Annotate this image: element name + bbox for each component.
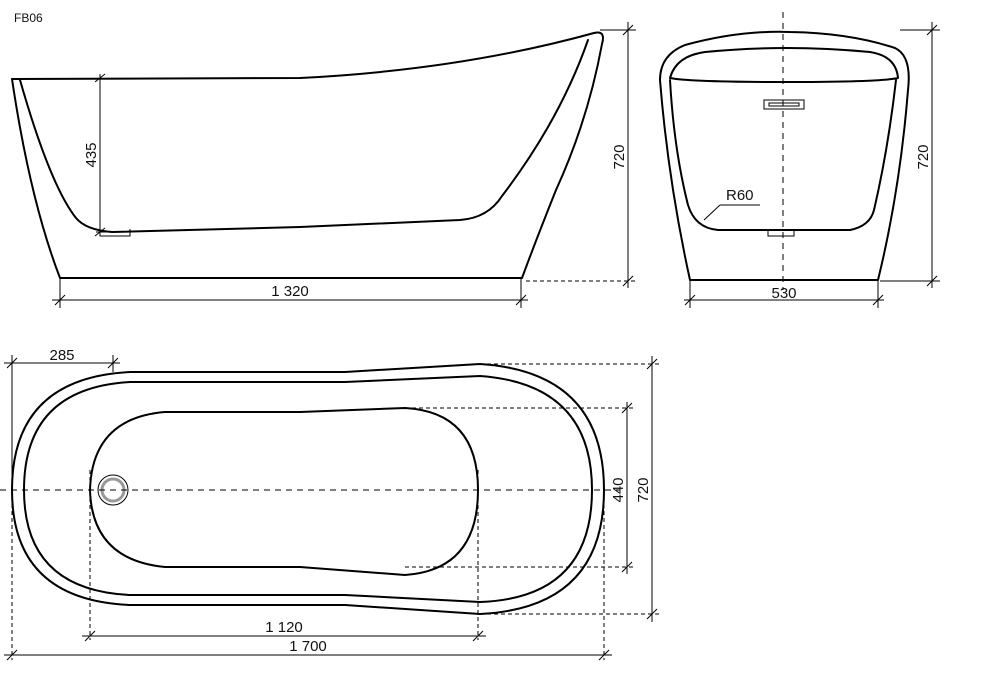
top-view-drain xyxy=(97,474,129,506)
dim-top-inner-width: 440 xyxy=(610,477,627,502)
end-view-outer-shell xyxy=(659,30,910,281)
dim-end-width: 530 xyxy=(771,285,796,302)
dim-end-radius: R60 xyxy=(726,187,754,204)
dim-end-height: 720 xyxy=(915,144,932,169)
overflow-plate xyxy=(763,99,805,110)
end-view: R60 530 720 xyxy=(659,12,940,308)
dim-side-height: 720 xyxy=(611,144,628,169)
top-view-rim xyxy=(23,375,593,603)
dim-side-inner-depth: 435 xyxy=(83,142,100,167)
dim-top-outer-length: 1 700 xyxy=(289,638,327,655)
side-view-outer-shell xyxy=(11,31,604,279)
dim-side-length: 1 320 xyxy=(271,283,309,300)
drawing-code: FB06 xyxy=(14,11,43,25)
end-view-inner-basin xyxy=(669,79,897,231)
side-view: 435 1 320 720 xyxy=(11,22,636,308)
top-view-inner-basin xyxy=(89,407,479,576)
side-view-inner-basin xyxy=(19,39,589,233)
dim-top-drain-offset: 285 xyxy=(49,347,74,364)
dim-top-outer-width: 720 xyxy=(635,477,652,502)
top-view: 285 440 720 1 120 1 700 xyxy=(0,347,660,661)
dim-top-inner-length: 1 120 xyxy=(265,619,303,636)
end-view-rim xyxy=(669,47,899,83)
